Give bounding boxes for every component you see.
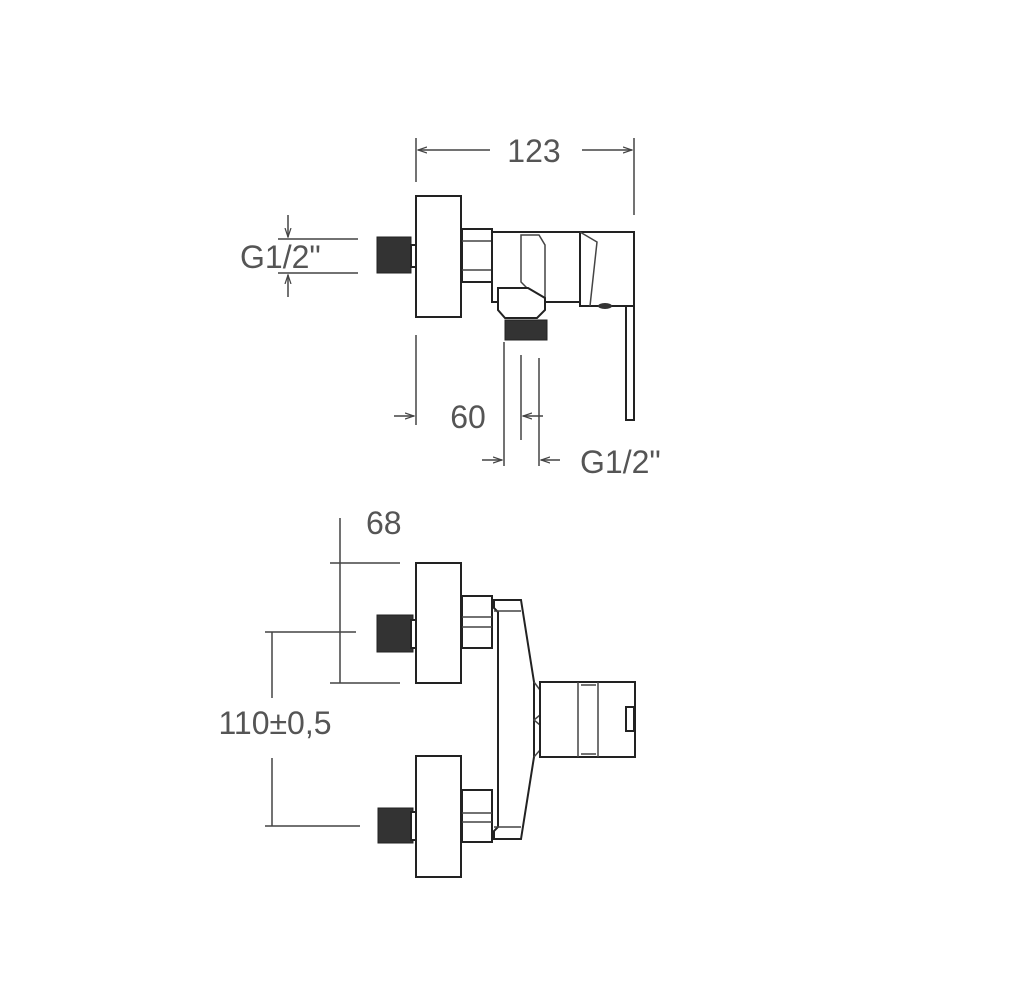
lever-handle (579, 231, 635, 307)
dimension-label: 60 (450, 399, 486, 435)
upper-inlet-thread (376, 614, 414, 653)
dimension-outlet-offset: 60 (394, 335, 543, 440)
outlet-thread (504, 319, 548, 341)
dimension-label: G1/2" (580, 444, 661, 480)
dimension-label: 123 (507, 133, 560, 169)
inlet-thread (376, 236, 412, 274)
lower-wall-flange (415, 755, 462, 878)
dimension-label: G1/2" (240, 239, 321, 275)
lower-union-nut (461, 789, 493, 843)
dimension-flange-height: 68 (330, 505, 402, 684)
wall-flange (415, 195, 462, 318)
upper-wall-flange (415, 562, 462, 684)
dimension-label: 110±0,5 (218, 705, 331, 741)
lower-inlet-thread (377, 807, 414, 844)
front-view: 68 110±0,5 (218, 505, 636, 878)
mixer-body (493, 599, 535, 840)
lever-slot (625, 706, 635, 732)
dimension-overall-width: 123 (415, 133, 635, 215)
dimension-inlet-thread: G1/2" (240, 215, 358, 297)
outlet-fitting (497, 287, 546, 319)
dimension-inlet-spacing: 110±0,5 (218, 631, 360, 827)
upper-union-nut (461, 595, 493, 649)
side-view: 123 G1/2" 60 (240, 133, 661, 480)
union-nut (461, 228, 493, 283)
dimension-label: 68 (366, 505, 402, 541)
cartridge-housing (539, 681, 636, 758)
dimension-outlet-thread: G1/2" (482, 342, 661, 480)
